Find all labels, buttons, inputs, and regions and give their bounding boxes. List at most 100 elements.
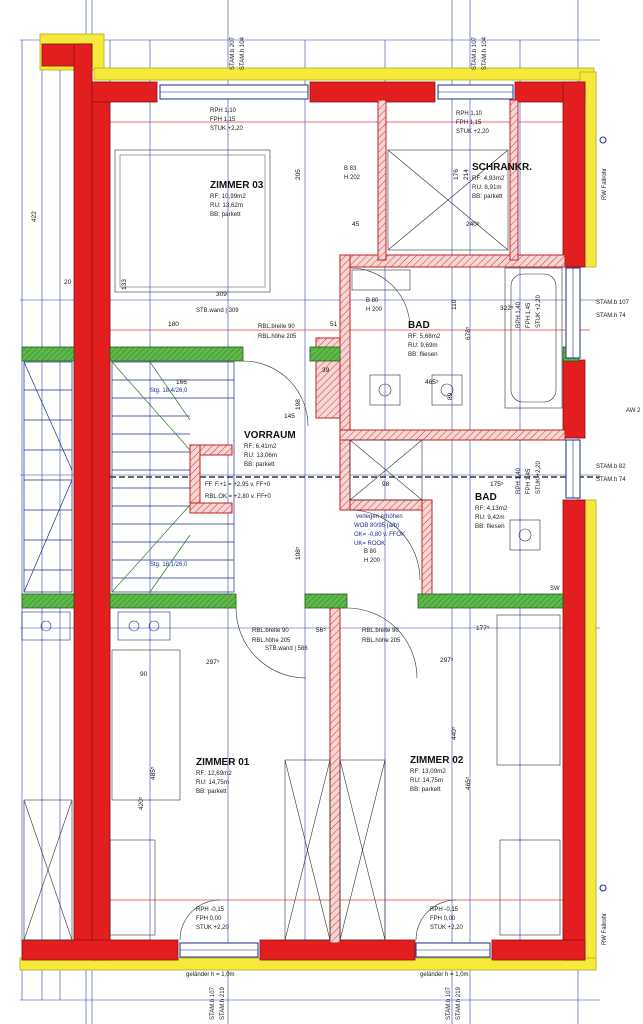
dim-label: 440⁵: [451, 726, 458, 740]
stam-width: STAM.b 107: [596, 300, 630, 306]
stam-width: STAM.b 107: [210, 986, 216, 1020]
stam-height: STAM.h 104: [240, 36, 246, 70]
stam-right-a: STAM.b 107 STAM.h 74: [596, 300, 630, 319]
wc-note: WOB 80/95 (a/b): [354, 523, 399, 529]
dim-label: 145: [284, 413, 295, 420]
fph-label: FPH 1,15: [210, 117, 236, 123]
height-note-bottom-right: RPH -0,15 FPH 0,00 STUK +2,20: [430, 907, 464, 931]
room-perimeter: RU: 13,06m: [244, 452, 277, 459]
rbl-width: RBL.breite 90: [362, 628, 399, 634]
room-perimeter: RU: 9,69m: [408, 342, 438, 349]
door-width: B 80: [364, 549, 377, 555]
stam-bottom-b: STAM.b 107 STAM.h 219: [446, 986, 462, 1020]
door-width: B 83: [344, 166, 357, 172]
room-bad-1: BAD RF: 5,68m2 RU: 9,69m BB: fliesen: [408, 320, 441, 358]
dim-label: 110: [451, 299, 458, 310]
room-floor: BB: parkett: [196, 788, 227, 795]
room-name: SCHRANKR.: [472, 162, 532, 173]
dimensions: 309 180 205 176 214 240⁸ 322⁵ 297⁵ 297⁵ …: [31, 169, 514, 810]
dim-label: 45: [352, 221, 360, 228]
room-schrankraum: SCHRANKR. RF: 4,93m2 RU: 8,91m BB: parke…: [472, 162, 532, 200]
dim-label: 465⁵: [425, 379, 439, 386]
dim-label: 240⁸: [466, 221, 480, 228]
room-area: RF: 5,68m2: [408, 333, 441, 340]
room-floor: BB: parkett: [472, 193, 503, 200]
room-floor: BB: parkett: [244, 461, 275, 468]
room-floor: BB: fliesen: [475, 523, 505, 530]
stuk-label: STUK +2,20: [536, 294, 542, 328]
stam-height: STAM.h 74: [596, 313, 626, 319]
dim-label: 297⁵: [440, 657, 454, 664]
room-perimeter: RU: 14,75m: [410, 777, 443, 784]
rph-label: RPH 1,40: [516, 467, 522, 494]
rbl-height: RBL.höhe 205: [258, 334, 297, 340]
stuk-label: STUK +2,20: [536, 460, 542, 494]
rph-label: RPH 1,10: [456, 111, 483, 117]
dim-label: 198: [295, 399, 302, 410]
stam-bottom-a: STAM.b 107 STAM.h 219: [210, 986, 226, 1020]
wc-note: verlegen erhöhen: [356, 514, 403, 520]
height-note-top-right: RPH 1,10 FPH 1,15 STUK +2,20: [456, 111, 490, 135]
room-floor: BB: parkett: [210, 211, 241, 218]
dim-label: 420⁵: [138, 796, 145, 810]
aw-label: AW 2: [626, 408, 641, 414]
door-height: H 200: [364, 558, 381, 564]
room-area: RF: 4,13m2: [475, 505, 508, 512]
door-swings: [179, 267, 457, 941]
stam-right-b: STAM.b 82 STAM.h 74: [596, 464, 626, 483]
dim-label: 89: [447, 392, 454, 400]
door-width: B 80: [366, 298, 379, 304]
dim-label: 39: [322, 367, 330, 374]
stb-wall-mid: STB.wand | 586: [265, 646, 308, 652]
wc-note: UK= ROOK: [354, 541, 385, 547]
stam-top-a: STAM.b 207 STAM.h 104: [230, 36, 246, 70]
rbl-ff: FF. F.+1 = +2,95 v. FF+0: [205, 482, 271, 488]
stair-ratio-bottom: Stg. 18,1/26,0: [150, 562, 188, 568]
stam-width: STAM.b 82: [596, 464, 626, 470]
dim-label: 678⁵: [465, 326, 472, 340]
wall-notes: STB.wand | 309 STB.wand | 586 RBL.breite…: [150, 166, 542, 652]
stam-top-b: STAM.b 107 STAM.h 104: [472, 36, 488, 70]
fph-label: FPH 0,00: [430, 916, 456, 922]
rbl-ok: RBL.OK = +2,80 v. FF+0: [205, 494, 271, 500]
green-walls: [21, 346, 580, 609]
stuk-label: STUK +2,20: [430, 925, 464, 931]
stam-width: STAM.b 107: [446, 986, 452, 1020]
room-floor: BB: parkett: [410, 786, 441, 793]
dim-label: 176: [453, 169, 460, 180]
dim-label: 98: [382, 481, 390, 488]
dim-label: 177⁵: [476, 625, 490, 632]
dim-label: 133: [121, 279, 128, 290]
room-bad-2: BAD RF: 4,13m2 RU: 9,42m BB: fliesen: [475, 492, 508, 530]
dim-label: 90: [140, 671, 148, 678]
room-zimmer03: ZIMMER 03 RF: 10,99m2 RU: 13,62m BB: par…: [210, 180, 264, 218]
room-perimeter: RU: 13,62m: [210, 202, 243, 209]
stair-ratio-top: Stg. 18,4/26,0: [150, 388, 188, 394]
stb-wall-top: STB.wand | 309: [196, 308, 239, 314]
room-perimeter: RU: 9,42m: [475, 514, 505, 521]
fph-label: FPH 1,45: [526, 302, 532, 328]
room-area: RF: 13,09m2: [410, 768, 446, 775]
rph-label: RPH -0,15: [430, 907, 459, 913]
height-note-bottom-left: RPH -0,15 FPH 0,00 STUK +2,20: [196, 907, 230, 931]
dim-label: 108⁵: [295, 546, 302, 560]
room-perimeter: RU: 8,91m: [472, 184, 502, 191]
room-area: RF: 10,99m2: [210, 193, 246, 200]
room-name: ZIMMER 02: [410, 755, 464, 766]
fixtures: [21, 149, 563, 941]
room-name: VORRAUM: [244, 430, 296, 441]
rw-label-top: RW Fallrohr: [602, 168, 608, 200]
dim-label: 422: [31, 211, 38, 222]
dim-label: 297⁵: [206, 659, 220, 666]
rw-label-bottom: RW Fallrohr: [602, 913, 608, 945]
staircase: [23, 361, 235, 593]
room-name: ZIMMER 03: [210, 180, 264, 191]
dim-label: 485⁵: [150, 766, 157, 780]
room-area: RF: 12,69m2: [196, 770, 232, 777]
railing-label: geländer h = 1,0m: [186, 972, 235, 978]
height-note-top-left: RPH 1,10 FPH 1,15 STUK +2,20: [210, 108, 244, 132]
stam-height: STAM.h 104: [482, 36, 488, 70]
stam-height: STAM.h 74: [596, 477, 626, 483]
rph-label: RPH 1,40: [516, 301, 522, 328]
